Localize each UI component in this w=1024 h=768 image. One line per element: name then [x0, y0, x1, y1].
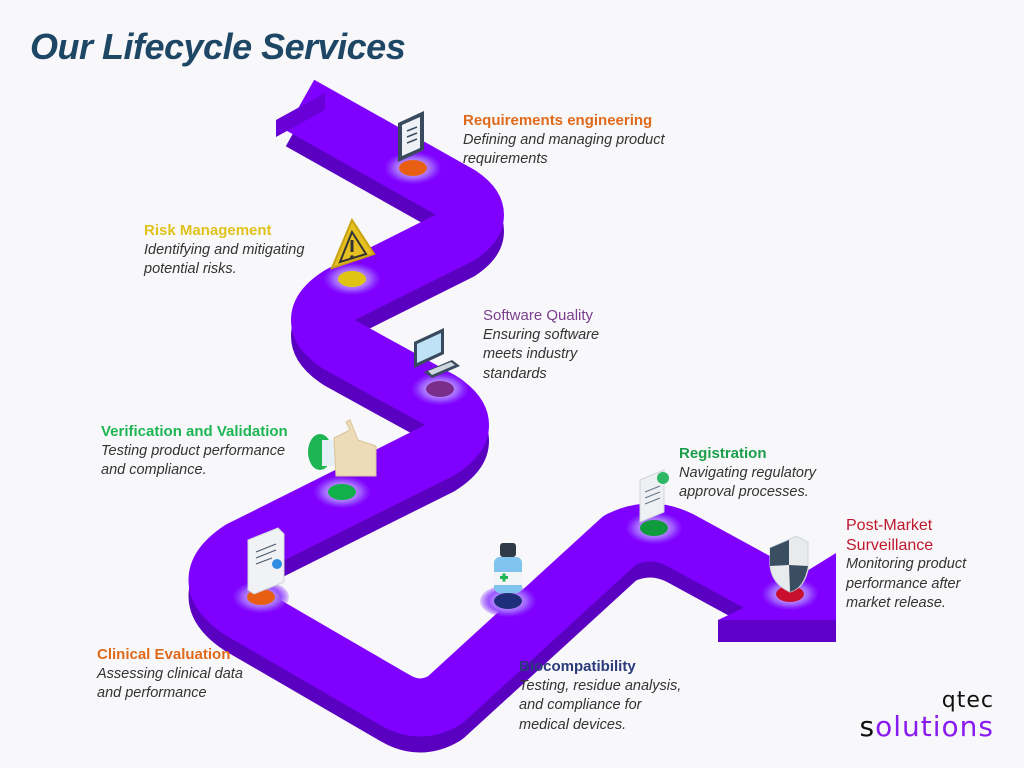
clipboard-icon — [398, 111, 424, 162]
road-arrow-side — [718, 620, 836, 642]
service-description: Identifying and mitigating potential ris… — [144, 241, 305, 278]
page-title: Our Lifecycle Services — [30, 26, 406, 67]
stage-marker-7 — [626, 512, 682, 544]
thumbs-up-icon — [308, 419, 377, 477]
service-description: Navigating regulatory approval processes… — [679, 464, 817, 501]
road-top — [188, 79, 804, 737]
medicine-bottle-icon — [494, 543, 522, 593]
stage-marker-6 — [480, 585, 536, 617]
computer-icon — [414, 328, 460, 378]
service-description: Assessing clinical data and performance — [97, 665, 243, 702]
road-start — [276, 93, 325, 137]
service-description: Testing, residue analysis, and complianc… — [519, 677, 682, 733]
service-description: Defining and managing product requiremen… — [463, 131, 665, 168]
service-software-quality: Software Quality Ensuring software meets… — [483, 306, 613, 384]
approved-document-icon — [639, 469, 669, 523]
service-registration: Registration Navigating regulatory appro… — [679, 444, 839, 503]
service-title: Clinical Evaluation — [97, 646, 231, 663]
service-biocompatibility: Biocompatibility Testing, residue analys… — [519, 657, 694, 735]
stage-marker-2 — [324, 263, 380, 295]
service-description: Monitoring product performance after mar… — [846, 556, 967, 611]
service-verification-validation: Verification and Validation Testing prod… — [101, 422, 306, 481]
service-title: Registration — [679, 445, 767, 462]
logo-s: s — [859, 710, 876, 743]
logo-line2: solutions — [860, 712, 994, 742]
service-risk-management: Risk Management Identifying and mitigati… — [144, 221, 329, 280]
service-requirements-engineering: Requirements engineering Defining and ma… — [463, 111, 688, 170]
logo-line1: qtec — [941, 688, 994, 713]
service-title: Software Quality — [483, 307, 594, 324]
stage-marker-1 — [385, 152, 441, 184]
service-post-market-surveillance: Post-Market Surveillance Monitoring prod… — [846, 516, 986, 614]
warning-triangle-icon — [330, 217, 376, 270]
service-title: Biocompatibility — [519, 658, 636, 675]
stage-marker-3 — [412, 373, 468, 405]
service-title: Verification and Validation — [101, 423, 288, 440]
service-title: Risk Management — [144, 222, 272, 239]
shield-icon — [769, 535, 809, 593]
stage-marker-4 — [314, 476, 370, 508]
service-title: Requirements engineering — [463, 112, 653, 129]
qtec-solutions-logo: qtec solutions — [860, 690, 994, 742]
service-clinical-evaluation: Clinical Evaluation Assessing clinical d… — [97, 645, 267, 704]
service-description: Testing product performance and complian… — [101, 442, 286, 479]
service-description: Ensuring software meets industry standar… — [483, 326, 600, 382]
service-title: Post-Market Surveillance — [846, 517, 934, 554]
certificate-document-icon — [247, 527, 285, 595]
stage-marker-8 — [762, 578, 818, 610]
logo-olutions: olutions — [875, 710, 994, 743]
